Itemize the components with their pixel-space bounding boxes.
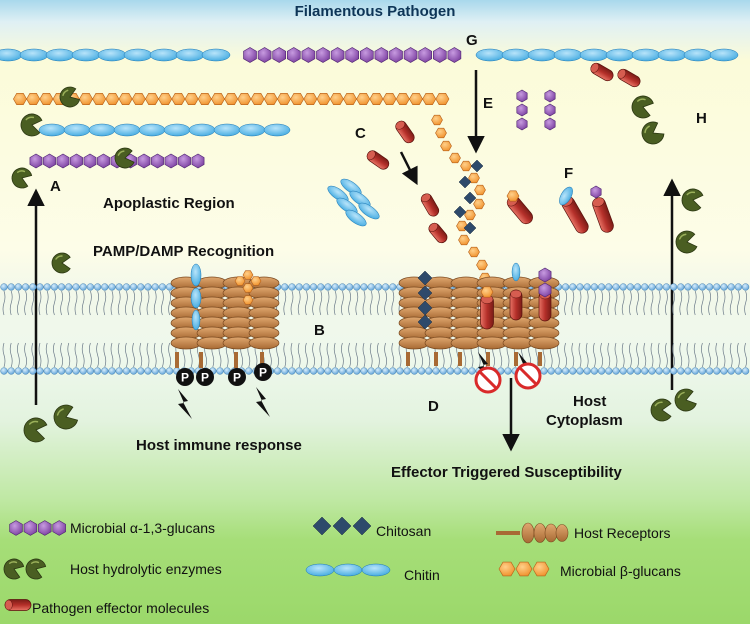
phosphate-icon: [176, 368, 194, 386]
diagram-title: Filamentous Pathogen: [294, 3, 456, 20]
blocked-signals: [474, 352, 542, 394]
host-receptors-pti: [170, 263, 280, 368]
phosphate-icon: [196, 368, 214, 386]
label-c: C: [355, 125, 366, 142]
free-molecules: [51, 62, 641, 284]
enzymes-region-h: [631, 95, 704, 254]
legend-chitin-label: Chitin: [404, 567, 440, 583]
host-immune-response-label: Host immune response: [136, 437, 302, 454]
label-a: A: [50, 178, 61, 195]
legend-alpha-glucan-label: Microbial α-1,3-glucans: [70, 520, 216, 536]
host-plasma-membrane: [0, 283, 750, 375]
label-f: F: [564, 165, 574, 182]
legend-host-receptors-label: Host Receptors: [574, 525, 671, 541]
apoplastic-region-label: Apoplastic Region: [103, 195, 235, 212]
phosphate-symbol: P: [259, 366, 267, 380]
beta-glucan-chain: [13, 93, 450, 105]
lightning-bolt-icon: [518, 352, 532, 382]
ets-label: Effector Triggered Susceptibility: [391, 464, 622, 481]
phosphate-icon: [228, 368, 246, 386]
legend-beta-glucan-label: Microbial β-glucans: [560, 563, 681, 579]
recognition-label: PAMP/DAMP Recognition: [93, 243, 275, 260]
legend-effector-label: Pathogen effector molecules: [32, 600, 210, 616]
enzymes-cytoplasm: [23, 388, 697, 443]
label-h: H: [696, 110, 707, 127]
phosphate-symbol: P: [201, 371, 209, 385]
host-cytoplasm-label-2: Cytoplasm: [546, 412, 623, 429]
enzymes-region-a: [11, 86, 135, 189]
pathogen-cell-wall-band: [0, 47, 739, 63]
lightning-bolt-icon: [478, 352, 492, 382]
phosphate-icon: [254, 363, 272, 381]
lightning-bolt-icon: [256, 387, 270, 417]
label-e: E: [483, 95, 494, 112]
label-d: D: [428, 398, 439, 415]
lightning-bolt-icon: [178, 389, 192, 419]
legend-hydrolytic-enzymes-label: Host hydrolytic enzymes: [70, 561, 222, 577]
label-g: G: [466, 32, 478, 49]
label-b: B: [314, 322, 325, 339]
phosphate-symbol: P: [233, 371, 241, 385]
chitin-chain: [38, 123, 291, 137]
host-cytoplasm-label-1: Host: [573, 393, 607, 410]
host-receptors-ets: [398, 262, 560, 366]
alpha-glucan-chain: [29, 153, 205, 169]
phosphate-symbol: P: [181, 371, 189, 385]
legend-chitosan-label: Chitosan: [376, 523, 432, 539]
legend: [3, 516, 569, 611]
